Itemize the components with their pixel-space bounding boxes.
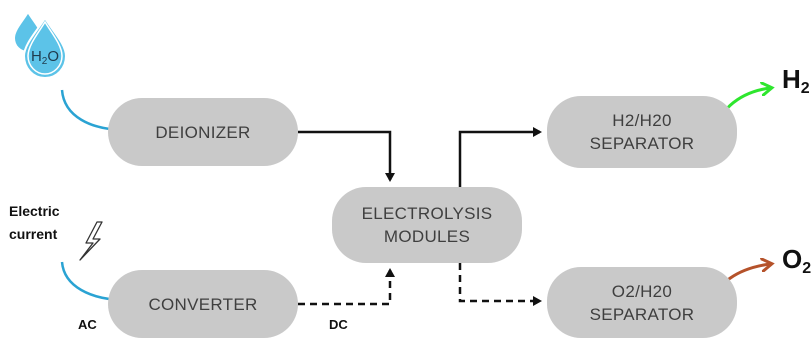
deionizer-to-electrolysis-arrow [298, 130, 395, 182]
svg-text:H2O: H2O [31, 48, 59, 67]
deionizer-node: DEIONIZER [108, 98, 298, 166]
dc-label: DC [329, 317, 348, 332]
converter-node: CONVERTER [108, 270, 298, 338]
lightning-bolt-icon [79, 221, 103, 261]
converter-label: CONVERTER [148, 294, 258, 314]
electric-current-label: Electric current [9, 200, 60, 246]
o2-separator-node: O2/H20 SEPARATOR [547, 267, 737, 338]
electrolysis-to-h2sep-arrow [458, 127, 542, 187]
ac-label: AC [78, 317, 97, 332]
h2-output-label: H2 [782, 64, 810, 98]
electrolysis-label-line2: MODULES [383, 227, 471, 246]
electrolysis-modules-node: ELECTROLYSIS MODULES [332, 187, 522, 263]
h2-separator-node: H2/H20 SEPARATOR [547, 96, 737, 168]
o2-base: O [782, 244, 803, 274]
h2-separator-label-line2: SEPARATOR [589, 134, 695, 153]
deionizer-label: DEIONIZER [155, 122, 251, 142]
h2-sub: 2 [800, 80, 810, 97]
converter-to-electrolysis-arrow [298, 268, 395, 306]
water-icon-h: H [31, 48, 42, 65]
o2-sub: 2 [802, 260, 811, 277]
electrolysis-label-line1: ELECTROLYSIS [361, 204, 493, 223]
o2-separator-label-line1: O2/H20 [611, 281, 673, 301]
o2-output-label: O2 [782, 244, 811, 278]
h2-separator-label-line1: H2/H20 [612, 111, 672, 130]
electrolysis-to-o2sep-arrow [458, 263, 542, 306]
h2-base: H [782, 64, 801, 94]
water-drop-icon: H2O [12, 10, 68, 80]
electric-current-line1: Electric [9, 203, 60, 219]
o2-separator-label-line2: SEPARATOR [589, 304, 695, 324]
electric-current-line2: current [9, 226, 58, 242]
water-icon-o: O [47, 48, 59, 65]
water-icon-sub: 2 [42, 56, 48, 67]
